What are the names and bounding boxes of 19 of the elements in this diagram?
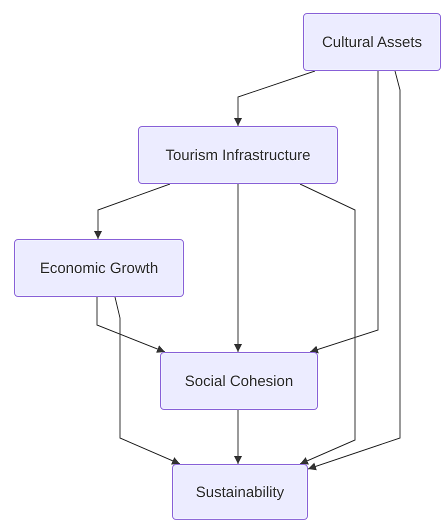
arrow (234, 410, 242, 464)
arrow (96, 296, 166, 353)
process-box (303, 13, 441, 71)
node-label: Cultural Assets (322, 34, 422, 50)
arrow (114, 296, 180, 464)
arrow (308, 70, 400, 470)
arrow (234, 184, 242, 352)
process-box (160, 352, 318, 410)
process-box (14, 239, 184, 297)
process-box (172, 464, 308, 520)
node-label: Sustainability (196, 484, 284, 500)
arrow (300, 184, 356, 464)
node-label: Economic Growth (40, 260, 158, 276)
arrow (94, 184, 170, 240)
node-label: Tourism Infrastructure (165, 146, 311, 164)
process-box (138, 126, 338, 184)
arrow (310, 70, 378, 354)
node-label: Social Cohesion (184, 372, 294, 390)
arrow (234, 70, 316, 126)
